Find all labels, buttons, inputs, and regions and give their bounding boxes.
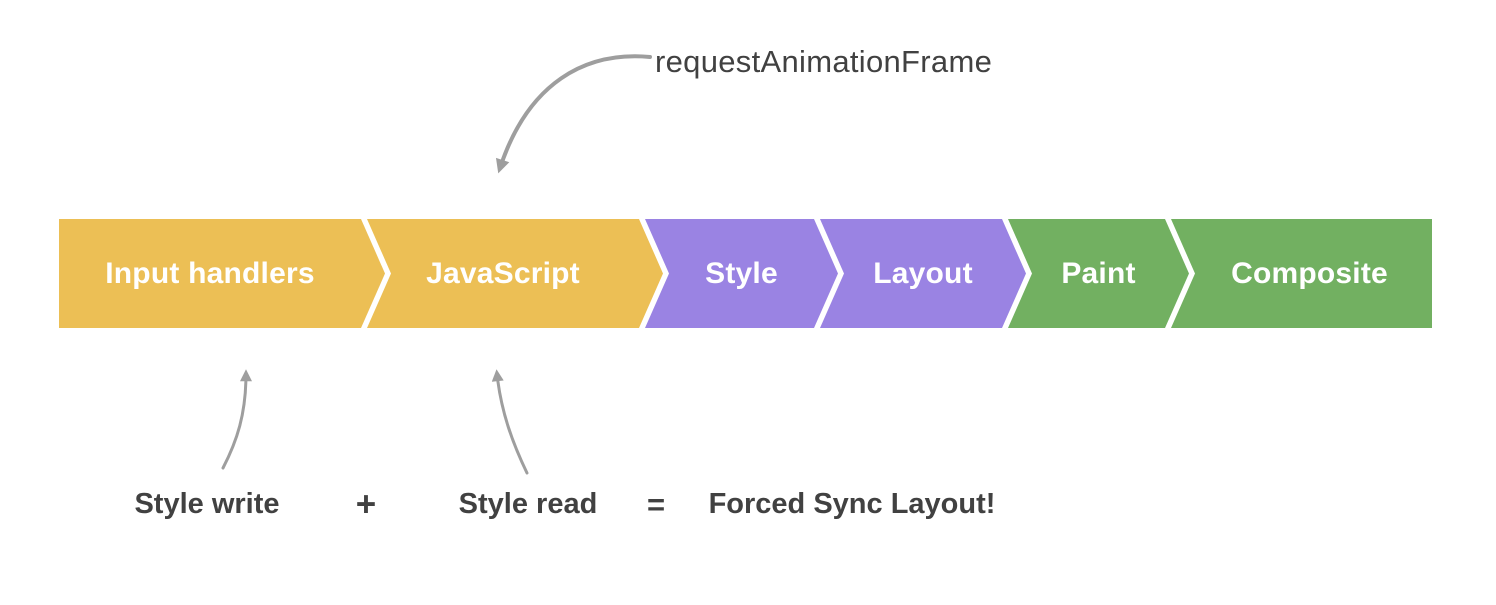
pipeline-segment-input-handlers: Input handlers [59,219,385,328]
segment-label: Paint [1061,256,1136,290]
pipeline-segment-paint: Paint [1008,219,1189,328]
segment-label: Style [705,256,778,290]
segment-label: Input handlers [105,256,315,290]
pipeline-segment-layout: Layout [820,219,1026,328]
equals-sign: = [646,487,666,522]
style-read-arrow [491,369,529,475]
style-write-label: Style write [134,488,280,520]
style-write-arrow [221,369,252,470]
segment-label: JavaScript [426,256,580,290]
pipeline-bar: Input handlers JavaScript Style Layout P… [59,219,1432,328]
request-animation-frame-label: requestAnimationFrame [655,44,993,79]
segment-label: Composite [1231,256,1388,290]
pipeline-segment-javascript: JavaScript [367,219,663,328]
pipeline-segment-composite: Composite [1171,219,1432,328]
forced-sync-layout-label: Forced Sync Layout! [708,488,996,520]
pipeline-segment-style: Style [645,219,838,328]
style-read-label: Style read [458,488,598,520]
plus-sign: + [355,485,377,524]
raf-arrow [495,54,652,174]
segment-label: Layout [873,256,973,290]
